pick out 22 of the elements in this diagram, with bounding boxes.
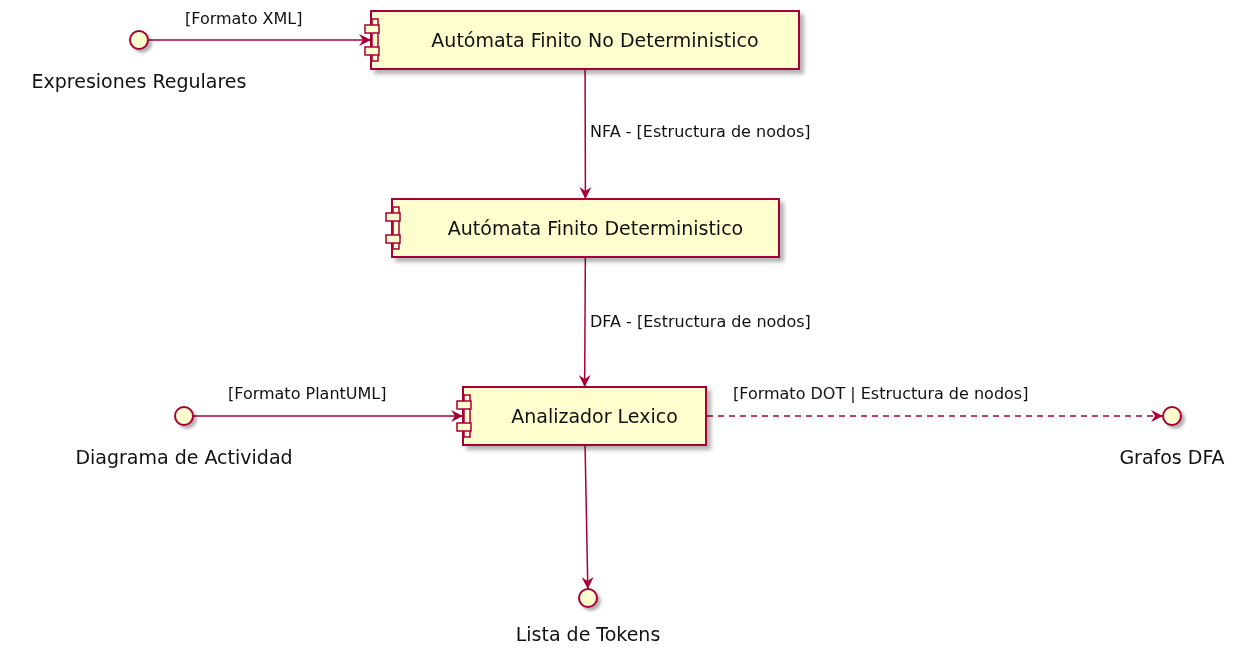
arrow	[579, 69, 592, 199]
edge-label: DFA - [Estructura de nodos]	[590, 312, 811, 331]
interface-label: Expresiones Regulares	[31, 70, 247, 92]
arrow	[148, 34, 371, 46]
interface-label: Lista de Tokens	[515, 623, 661, 645]
component-label: Autómata Finito No Deterministico	[431, 29, 759, 51]
interface-circle	[174, 406, 194, 426]
arrow	[578, 257, 591, 387]
interface-label: Grafos DFA	[1119, 446, 1225, 468]
interface-circle	[129, 30, 149, 50]
dashed-arrow	[706, 410, 1163, 422]
arrow	[193, 410, 463, 422]
interface-label: Diagrama de Actividad	[75, 446, 293, 468]
edge-label: [Formato PlantUML]	[228, 384, 387, 403]
edge-label: [Formato XML]	[185, 9, 303, 28]
edge-label: [Formato DOT | Estructura de nodos]	[733, 384, 1029, 403]
interface-circle	[578, 588, 598, 608]
interface-circle	[1162, 406, 1182, 426]
arrow	[581, 445, 594, 589]
component-label: Analizador Lexico	[511, 405, 678, 427]
edge-label: NFA - [Estructura de nodos]	[590, 122, 811, 141]
component-label: Autómata Finito Deterministico	[447, 217, 744, 239]
